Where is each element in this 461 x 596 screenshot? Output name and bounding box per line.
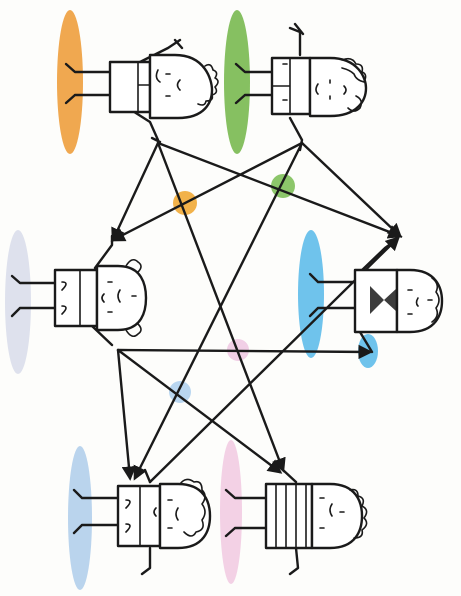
- shadow-person-4: [298, 230, 324, 358]
- arrow-p3-p6: [118, 350, 280, 472]
- shadow-person-3: [5, 230, 31, 374]
- person-1-body: [110, 62, 150, 112]
- person-3-body: [55, 270, 97, 326]
- person-5-head: [160, 484, 210, 548]
- arrow-p3-p5: [118, 350, 130, 478]
- arrow-p2-p4: [302, 143, 400, 236]
- crossing-dots: [169, 174, 295, 403]
- person-4-head: [397, 270, 442, 332]
- person-3-figure: [12, 236, 146, 345]
- person-1-head: [150, 55, 212, 118]
- shadow-person-6: [220, 440, 242, 584]
- arrow-p3-p4: [118, 350, 370, 352]
- shadow-person-5: [68, 446, 92, 590]
- person-6-body: [266, 484, 312, 548]
- shadow-person-1: [57, 10, 83, 154]
- arrow-p2-p5: [135, 143, 302, 478]
- person-6-figure: [226, 470, 367, 574]
- person-2-figure: [236, 24, 366, 150]
- arrow-p1-p3: [113, 143, 158, 240]
- person-4-figure: [310, 240, 442, 352]
- person-5-body: [118, 486, 160, 546]
- person-1-figure: [66, 40, 218, 142]
- person-5-figure: [74, 470, 210, 574]
- person-3-head: [97, 266, 146, 330]
- shadow-person-2: [224, 10, 250, 154]
- person-2-head: [310, 58, 366, 116]
